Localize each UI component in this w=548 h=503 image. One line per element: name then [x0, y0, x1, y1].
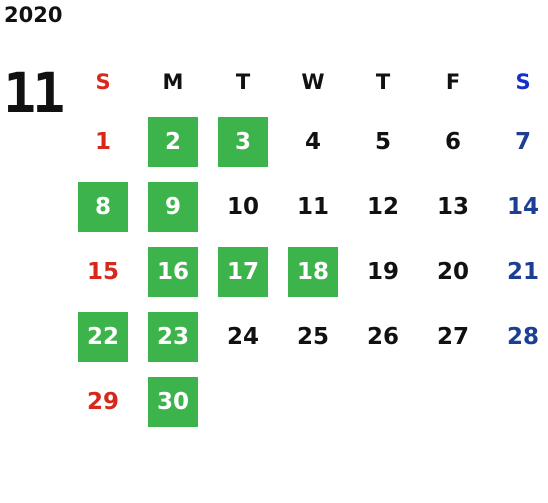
day-number[interactable]: 6: [444, 128, 461, 155]
day-number-highlighted[interactable]: 2: [148, 116, 198, 167]
day-number[interactable]: 4: [304, 128, 321, 155]
weekday-header-wednesday: W: [301, 70, 325, 94]
day-cell: 3: [208, 109, 278, 174]
day-cell: 5: [348, 109, 418, 174]
day-number[interactable]: 15: [86, 258, 119, 285]
day-cell: 22: [68, 304, 138, 369]
weekday-header-thursday: T: [375, 70, 391, 94]
day-cell: 2: [138, 109, 208, 174]
day-number[interactable]: 1: [94, 128, 111, 155]
day-cell: 8: [68, 174, 138, 239]
calendar-year: 2020: [4, 3, 63, 27]
day-number: [218, 377, 268, 427]
day-number[interactable]: 10: [226, 193, 259, 220]
day-number-highlighted[interactable]: 23: [148, 311, 198, 362]
day-cell: 17: [208, 239, 278, 304]
day-cell: 29: [68, 369, 138, 434]
day-cell: 15: [68, 239, 138, 304]
day-number-highlighted[interactable]: 30: [148, 376, 198, 427]
day-number[interactable]: 7: [514, 128, 531, 155]
day-number: [358, 377, 408, 427]
day-cell: 28: [488, 304, 548, 369]
day-number[interactable]: 20: [436, 258, 469, 285]
weekday-header-friday: F: [445, 70, 461, 94]
day-number-highlighted[interactable]: 9: [148, 181, 198, 232]
day-cell: 14: [488, 174, 548, 239]
day-cell: 4: [278, 109, 348, 174]
weekday-header-monday: M: [162, 70, 184, 94]
day-number-highlighted[interactable]: 3: [218, 116, 268, 167]
day-cell: [488, 369, 548, 434]
day-number-highlighted[interactable]: 8: [78, 181, 128, 232]
day-number[interactable]: 13: [436, 193, 469, 220]
day-cell: 26: [348, 304, 418, 369]
day-cell: 23: [138, 304, 208, 369]
day-number-highlighted[interactable]: 16: [148, 246, 198, 297]
weekday-header-sunday: S: [95, 70, 111, 94]
day-cell: 21: [488, 239, 548, 304]
day-number[interactable]: 29: [86, 388, 119, 415]
day-cell: 10: [208, 174, 278, 239]
day-number[interactable]: 11: [296, 193, 329, 220]
calendar-month: 11: [3, 61, 65, 125]
day-cell: 6: [418, 109, 488, 174]
day-cell: [418, 369, 488, 434]
day-number[interactable]: 26: [366, 323, 399, 350]
day-number[interactable]: 28: [506, 323, 539, 350]
day-cell: 18: [278, 239, 348, 304]
day-cell: 16: [138, 239, 208, 304]
day-number[interactable]: 24: [226, 323, 259, 350]
day-cell: [278, 369, 348, 434]
day-cell: 11: [278, 174, 348, 239]
day-cell: 1: [68, 109, 138, 174]
weekday-header-saturday: S: [515, 70, 531, 94]
day-cell: 12: [348, 174, 418, 239]
day-number: [498, 377, 548, 427]
day-number[interactable]: 12: [366, 193, 399, 220]
day-cell: [208, 369, 278, 434]
day-number[interactable]: 14: [506, 193, 539, 220]
day-number: [428, 377, 478, 427]
day-cell: 25: [278, 304, 348, 369]
day-number-highlighted[interactable]: 22: [78, 311, 128, 362]
day-number[interactable]: 21: [506, 258, 539, 285]
day-cell: 7: [488, 109, 548, 174]
day-cell: 30: [138, 369, 208, 434]
day-cell: [348, 369, 418, 434]
day-cell: 24: [208, 304, 278, 369]
day-number[interactable]: 19: [366, 258, 399, 285]
day-number[interactable]: 25: [296, 323, 329, 350]
day-number: [288, 377, 338, 427]
day-number-highlighted[interactable]: 18: [288, 246, 338, 297]
day-number[interactable]: 5: [374, 128, 391, 155]
day-number[interactable]: 27: [436, 323, 469, 350]
day-cell: 19: [348, 239, 418, 304]
weekday-header-tuesday: T: [235, 70, 251, 94]
day-number-highlighted[interactable]: 17: [218, 246, 268, 297]
day-cell: 20: [418, 239, 488, 304]
day-cell: 27: [418, 304, 488, 369]
day-cell: 9: [138, 174, 208, 239]
day-cell: 13: [418, 174, 488, 239]
